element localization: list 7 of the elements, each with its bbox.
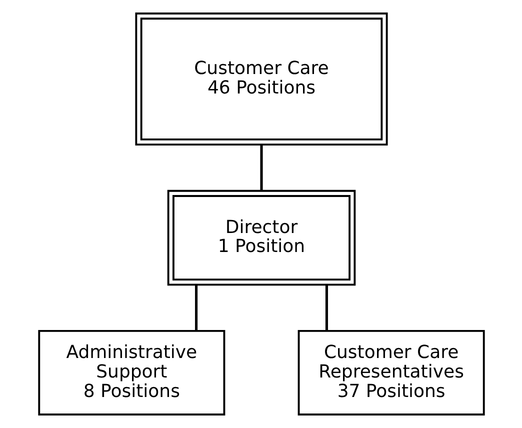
node-box: Director 1 Position [166, 190, 356, 286]
connector [194, 284, 198, 331]
connector [324, 284, 328, 331]
node-box: Administrative Support 8 Positions [38, 330, 225, 416]
node-box: Customer Care Representatives 37 Positions [297, 330, 484, 416]
connector [260, 144, 262, 191]
node-box: Customer Care 46 Positions [134, 12, 388, 146]
